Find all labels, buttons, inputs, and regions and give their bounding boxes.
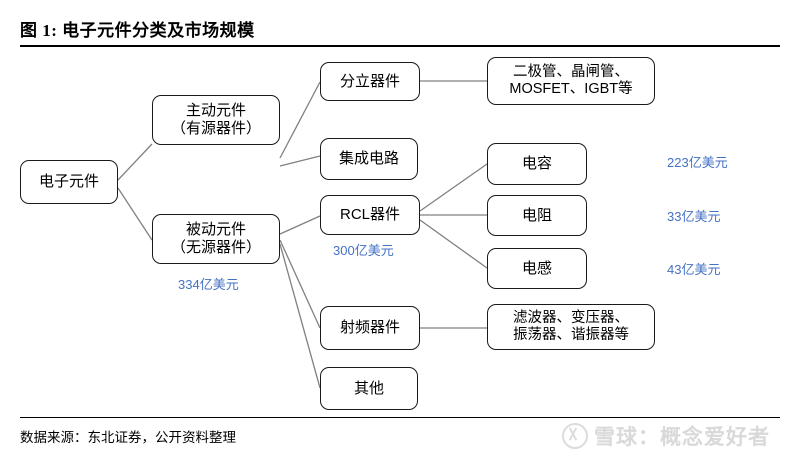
edge-active-ic	[279, 155, 321, 167]
node-resistor[interactable]: 电阻	[487, 195, 587, 236]
node-other-devices[interactable]: 其他	[320, 367, 418, 410]
value-label-inductor: 43亿美元	[667, 262, 721, 277]
edge-passive-other	[279, 243, 321, 389]
value-label-capacitor: 223亿美元	[667, 155, 728, 170]
node-rf-devices[interactable]: 射频器件	[320, 306, 420, 350]
edge-passive-rcl	[279, 215, 321, 235]
diagram-edges	[117, 80, 488, 389]
watermark-text: 雪球：概念爱好者	[594, 426, 770, 449]
node-capacitor[interactable]: 电容	[487, 143, 587, 185]
edge-rcl-inductor	[419, 219, 488, 269]
edge-active-discrete	[279, 81, 321, 159]
node-integrated-circuit[interactable]: 集成电路	[320, 138, 418, 180]
value-label-passive: 334亿美元	[178, 277, 239, 292]
value-label-resistor: 33亿美元	[667, 209, 721, 224]
value-label-rcl: 300亿美元	[333, 243, 394, 258]
edge-passive-rf	[279, 239, 321, 329]
node-discrete-devices[interactable]: 分立器件	[320, 62, 420, 101]
node-passive-components[interactable]: 被动元件 （无源器件）	[152, 214, 280, 264]
data-source-text: 数据来源：东北证券，公开资料整理	[20, 430, 236, 445]
node-rf-detail[interactable]: 滤波器、变压器、 振荡器、谐振器等	[487, 304, 655, 350]
watermark: 雪球：概念爱好者	[562, 421, 770, 451]
footer-divider	[20, 417, 780, 418]
title-divider	[20, 45, 780, 47]
xueqiu-logo-icon	[562, 423, 588, 449]
edge-rcl-capacitor	[419, 163, 488, 212]
edge-root-passive	[117, 187, 153, 241]
node-discrete-detail[interactable]: 二极管、晶闸管、 MOSFET、IGBT等	[487, 57, 655, 105]
node-root[interactable]: 电子元件	[20, 160, 118, 204]
node-rcl-devices[interactable]: RCL器件	[320, 195, 420, 235]
node-inductor[interactable]: 电感	[487, 248, 587, 289]
page-title: 图 1: 电子元件分类及市场规模	[20, 21, 255, 40]
diagram-canvas: 电子元件 主动元件 （有源器件） 被动元件 （无源器件） 334亿美元 分立器件…	[0, 48, 800, 414]
edge-root-active	[117, 143, 153, 181]
node-active-components[interactable]: 主动元件 （有源器件）	[152, 95, 280, 145]
